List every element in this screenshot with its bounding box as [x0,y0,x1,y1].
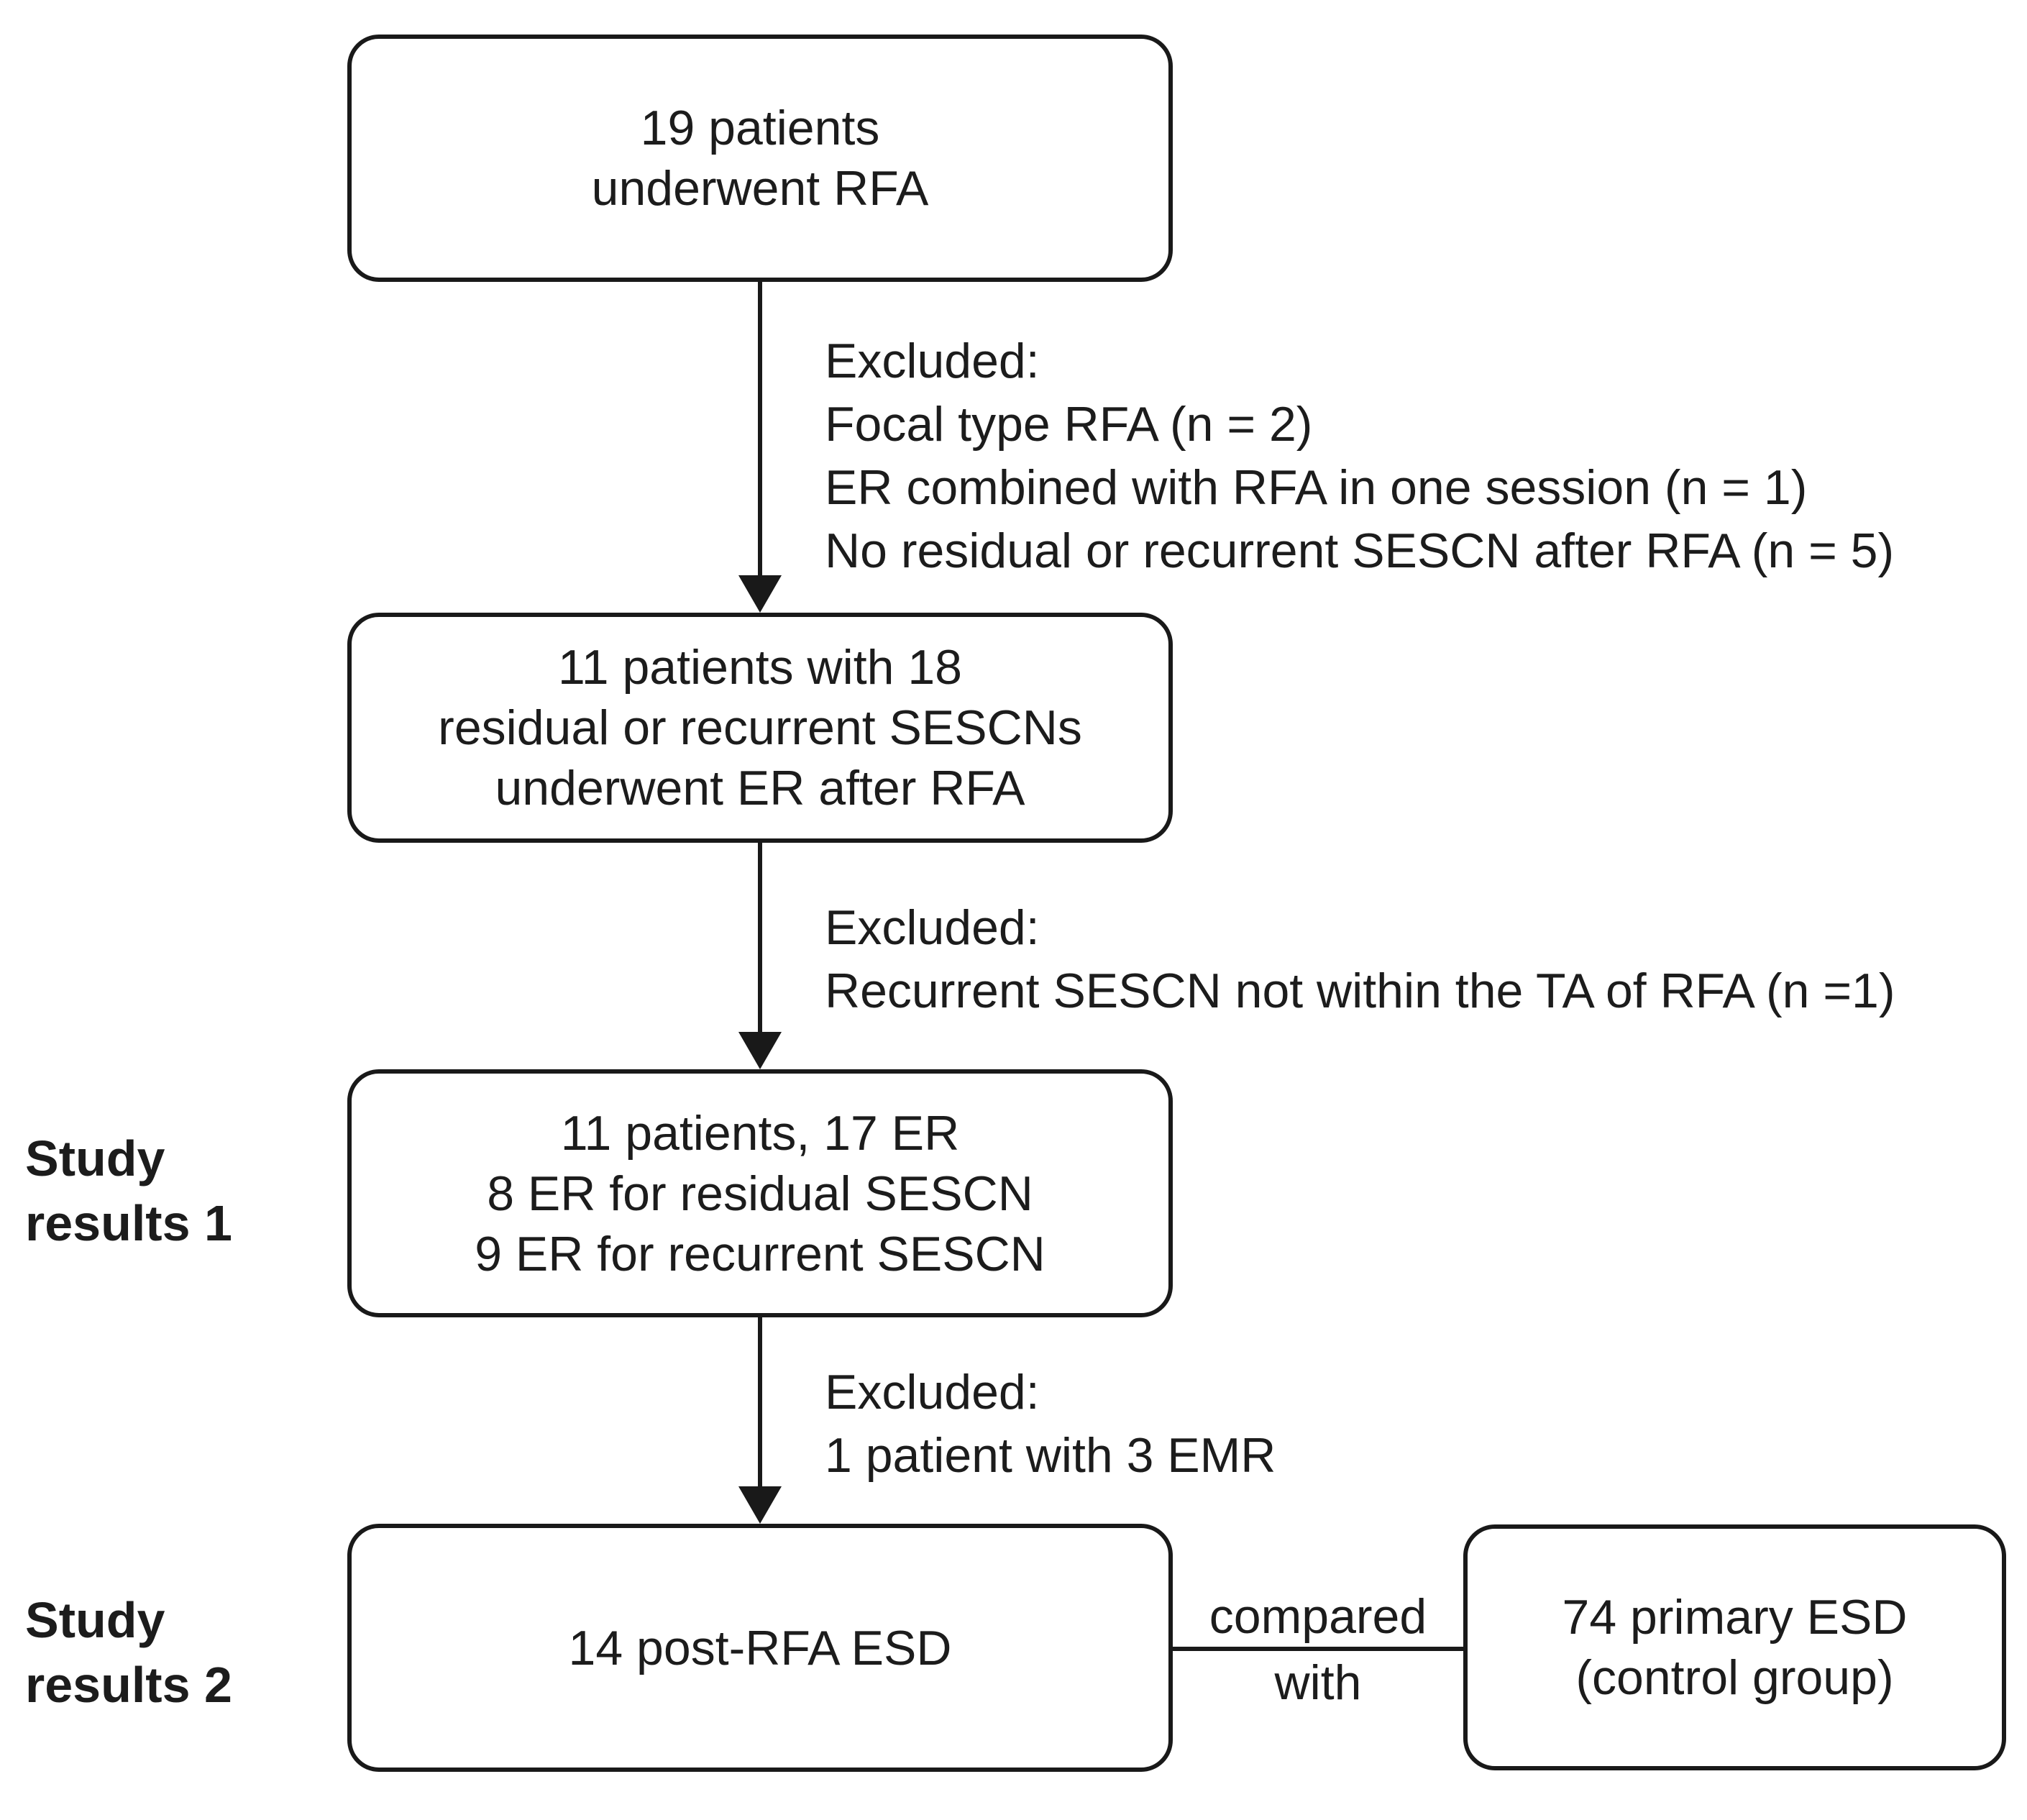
exclusion-note-2: Excluded: Recurrent SESCN not within the… [825,896,1895,1023]
side-label-line: Study [25,1130,165,1186]
exclusion-line: No residual or recurrent SESCN after RFA… [825,523,1895,578]
box-text-line: 74 primary ESD [1562,1590,1908,1645]
flow-box-control-group-text: 74 primary ESD (control group) [1562,1587,1908,1708]
box-text-line: 14 post-RFA ESD [568,1620,952,1675]
exclusion-line: Focal type RFA (n = 2) [825,397,1313,452]
flow-box-study-results-1-text: 11 patients, 17 ER 8 ER for residual SES… [475,1103,1045,1284]
exclusion-line: Excluded: [825,1365,1040,1419]
down-arrow-head-2 [738,1032,782,1069]
side-label-line: Study [25,1592,165,1648]
exclusion-line: 1 patient with 3 EMR [825,1428,1276,1483]
flow-box-post-rfa-esd-text: 14 post-RFA ESD [569,1618,952,1678]
exclusion-line: Excluded: [825,900,1040,955]
box-text-line: 11 patients with 18 [558,640,962,695]
compare-label-top: compared [1209,1589,1427,1644]
side-label-study-results-1: Study results 1 [25,1126,232,1256]
flow-box-underwent-rfa-text: 19 patients underwent RFA [592,98,929,219]
down-arrow-shaft-2 [758,843,762,1035]
flow-box-control-group: 74 primary ESD (control group) [1463,1524,2006,1770]
box-text-line: underwent RFA [591,161,929,216]
exclusion-line: Excluded: [825,334,1040,388]
compare-label-bottom: with [1274,1655,1362,1710]
side-label-study-results-2: Study results 2 [25,1588,232,1717]
flow-box-er-after-rfa: 11 patients with 18 residual or recurren… [347,613,1173,843]
down-arrow-shaft-3 [758,1317,762,1486]
box-text-line: underwent ER after RFA [495,761,1025,815]
flow-box-study-results-1: 11 patients, 17 ER 8 ER for residual SES… [347,1069,1173,1317]
exclusion-note-1: Excluded: Focal type RFA (n = 2) ER comb… [825,329,1894,582]
side-label-line: results 2 [25,1657,232,1713]
box-text-line: residual or recurrent SESCNs [438,700,1082,755]
flow-box-er-after-rfa-text: 11 patients with 18 residual or recurren… [438,637,1082,818]
box-text-line: 8 ER for residual SESCN [487,1166,1033,1221]
side-label-line: results 1 [25,1195,232,1251]
exclusion-note-3: Excluded: 1 patient with 3 EMR [825,1361,1276,1487]
flow-box-underwent-rfa: 19 patients underwent RFA [347,35,1173,282]
compare-connector-line [1171,1647,1465,1651]
exclusion-line: Recurrent SESCN not within the TA of RFA… [825,964,1895,1018]
box-text-line: 11 patients, 17 ER [560,1105,960,1161]
box-text-line: 19 patients [640,101,880,155]
exclusion-line: ER combined with RFA in one session (n =… [825,460,1808,515]
down-arrow-head-3 [738,1486,782,1524]
box-text-line: 9 ER for recurrent SESCN [475,1226,1045,1281]
down-arrow-shaft-1 [758,282,762,575]
down-arrow-head-1 [738,575,782,613]
box-text-line: (control group) [1575,1650,1894,1705]
flow-box-post-rfa-esd: 14 post-RFA ESD [347,1524,1173,1772]
